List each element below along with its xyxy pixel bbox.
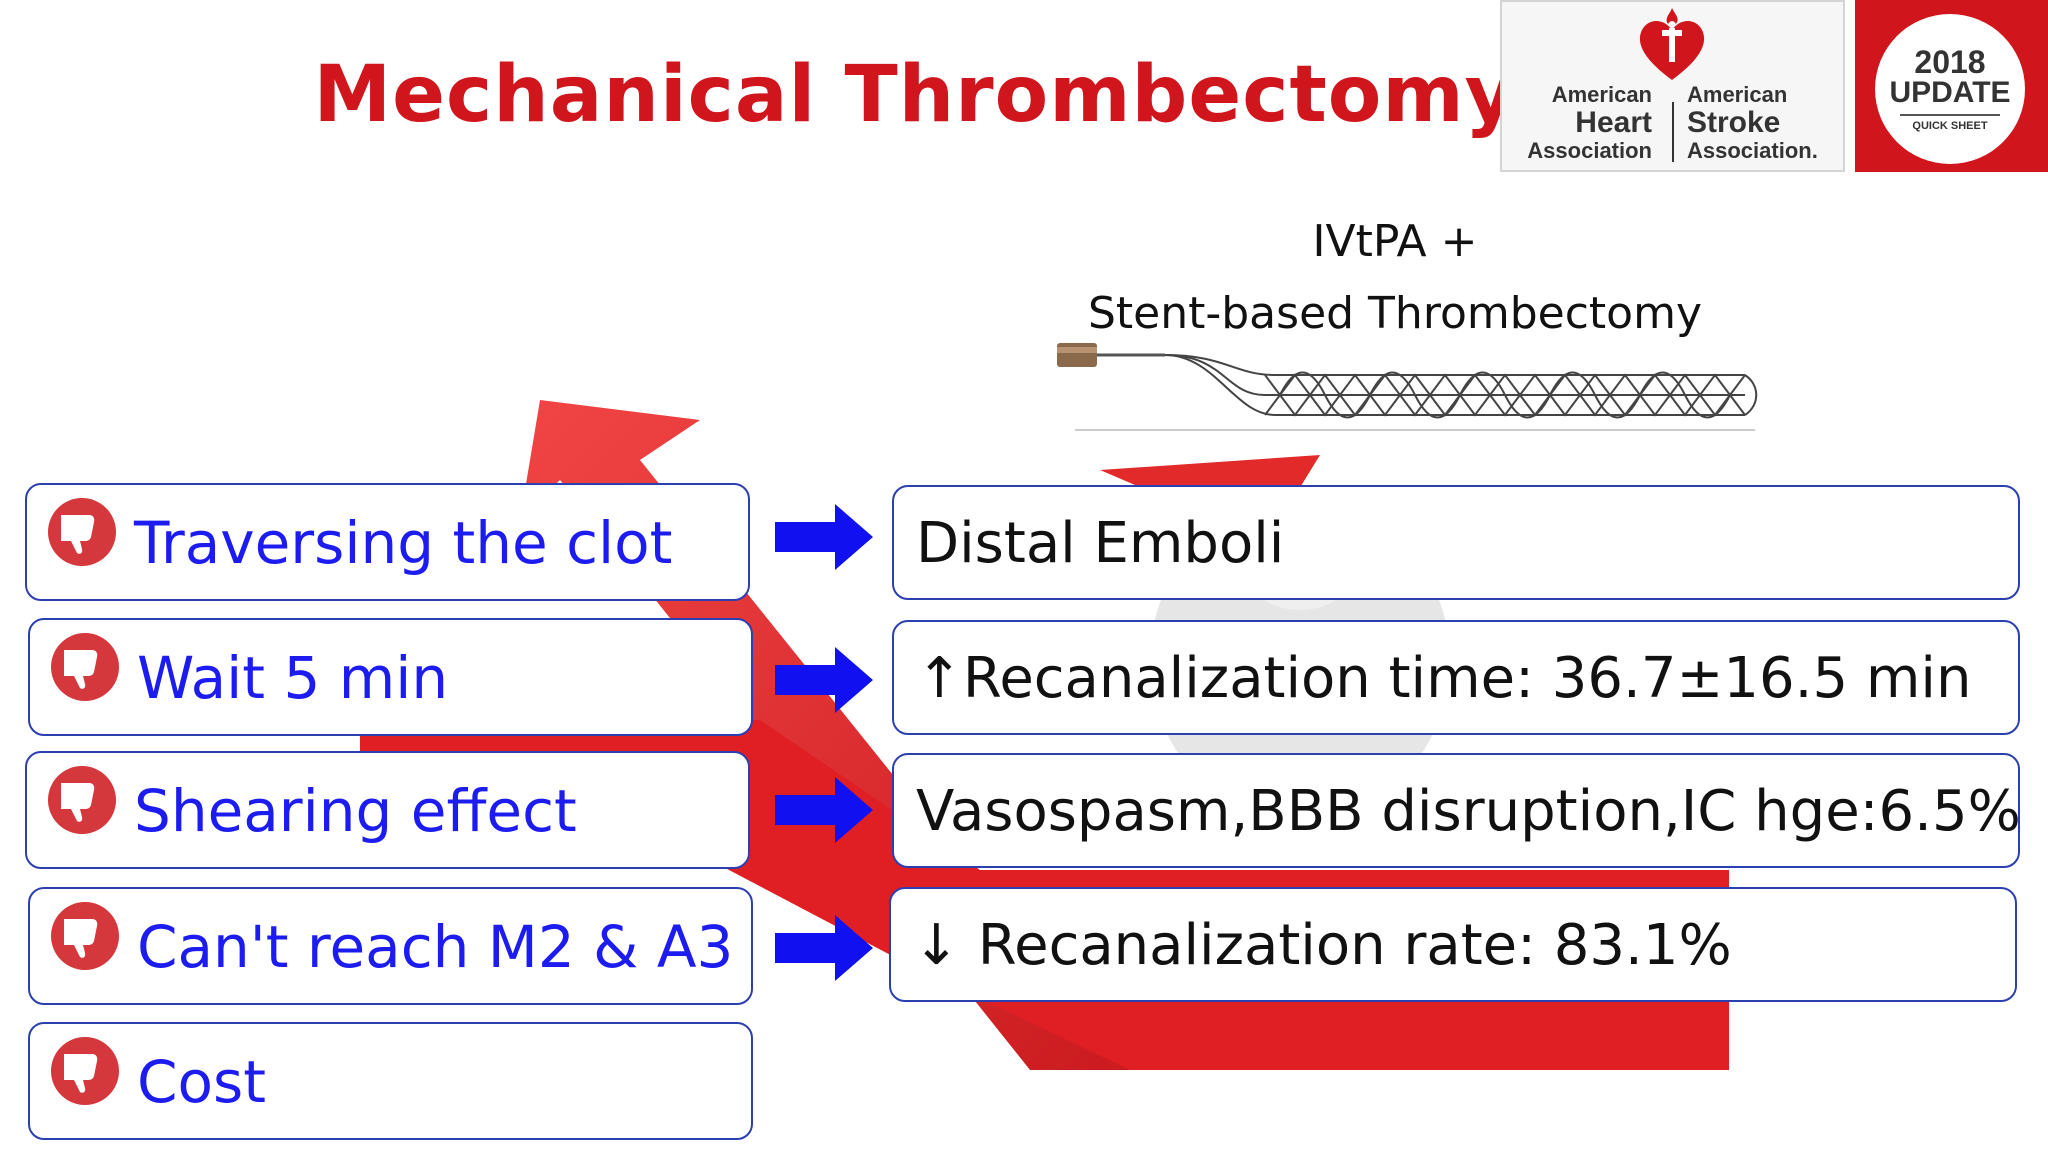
right-arrow-icon: [775, 647, 873, 713]
update-badge-sub: QUICK SHEET: [1912, 120, 1988, 132]
stent-retriever-illustration: [1057, 343, 1758, 431]
aha-right-line1: American: [1687, 82, 1788, 107]
stent-caption: IVtPA + Stent-based Thrombectomy: [1030, 206, 1760, 350]
problem-box: Can't reach M2 & A3: [28, 887, 753, 1005]
problem-label: Traversing the clot: [134, 509, 673, 577]
aha-left-line1: American: [1551, 82, 1652, 107]
aha-right-text: American Stroke Association.: [1687, 82, 1837, 164]
problem-label: Shearing effect: [134, 777, 577, 845]
aha-right-line2: Stroke: [1687, 106, 1781, 139]
update-badge: 2018 UPDATE QUICK SHEET: [1855, 0, 2048, 172]
consequence-label: ↓ Recanalization rate: 83.1%: [913, 913, 1732, 978]
consequence-label: Vasospasm,BBB disruption,IC hge:6.5%: [916, 779, 2021, 844]
right-arrow-icon: [775, 777, 873, 843]
slide-title: Mechanical Thrombectomy: [313, 50, 1517, 140]
thumbs-down-icon: [51, 633, 119, 701]
thumbs-down-icon: [48, 498, 116, 566]
consequence-box: ↑Recanalization time: 36.7±16.5 min: [892, 620, 2020, 735]
aha-left-text: American Heart Association: [1522, 82, 1652, 164]
consequence-label: Distal Emboli: [916, 511, 1285, 576]
right-arrow-icon: [775, 504, 873, 570]
thumbs-down-icon: [48, 766, 116, 834]
consequence-label: ↑Recanalization time: 36.7±16.5 min: [916, 646, 1972, 711]
problem-box: Shearing effect: [25, 751, 750, 869]
aha-left-line2: Heart: [1575, 106, 1652, 139]
aha-right-line3: Association.: [1687, 138, 1818, 163]
consequence-box: Distal Emboli: [892, 485, 2020, 600]
update-badge-circle: 2018 UPDATE QUICK SHEET: [1875, 14, 2025, 164]
thumbs-down-icon: [51, 1037, 119, 1105]
update-badge-rule: [1900, 114, 2000, 116]
problem-label: Can't reach M2 & A3: [137, 913, 734, 981]
thumbs-down-icon: [51, 902, 119, 970]
problem-label: Wait 5 min: [137, 644, 449, 712]
aha-left-line3: Association: [1527, 138, 1652, 163]
problem-label: Cost: [137, 1048, 266, 1116]
consequence-box: Vasospasm,BBB disruption,IC hge:6.5%: [892, 753, 2021, 868]
caption-line1: IVtPA +: [1312, 216, 1478, 267]
problem-box: Cost: [28, 1022, 753, 1140]
update-badge-label: UPDATE: [1889, 76, 2011, 109]
aha-divider: [1672, 102, 1674, 162]
caption-line2: Stent-based Thrombectomy: [1087, 288, 1702, 339]
right-arrow-icon: [775, 915, 873, 981]
aha-asa-logo: American Heart Association American Stro…: [1500, 0, 1845, 172]
problem-box: Traversing the clot: [25, 483, 750, 601]
update-badge-year: 2018: [1914, 44, 1986, 80]
problem-box: Wait 5 min: [28, 618, 753, 736]
consequence-box: ↓ Recanalization rate: 83.1%: [889, 887, 2017, 1002]
heart-torch-icon: [1639, 8, 1705, 80]
